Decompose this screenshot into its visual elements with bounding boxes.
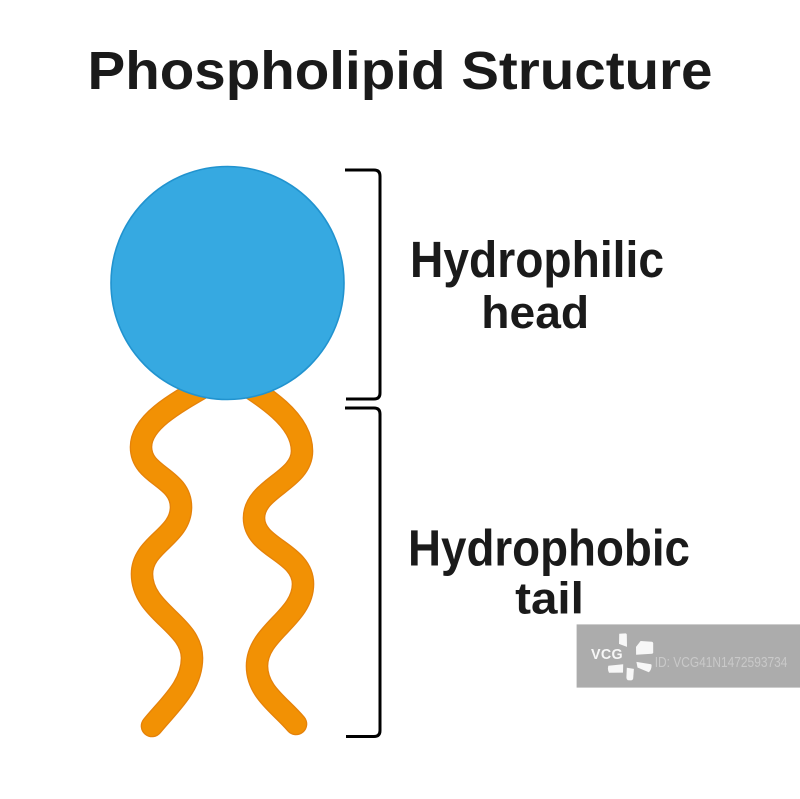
svg-text:Phospholipid Structure: Phospholipid Structure <box>88 42 713 101</box>
svg-text:head: head <box>481 287 589 338</box>
svg-text:VCG: VCG <box>591 647 623 663</box>
svg-text:ID: VCG41N1472593734: ID: VCG41N1472593734 <box>655 655 788 671</box>
svg-text:Hydrophobic: Hydrophobic <box>408 520 690 577</box>
svg-text:Hydrophilic: Hydrophilic <box>410 231 664 288</box>
svg-text:tail: tail <box>515 575 584 624</box>
